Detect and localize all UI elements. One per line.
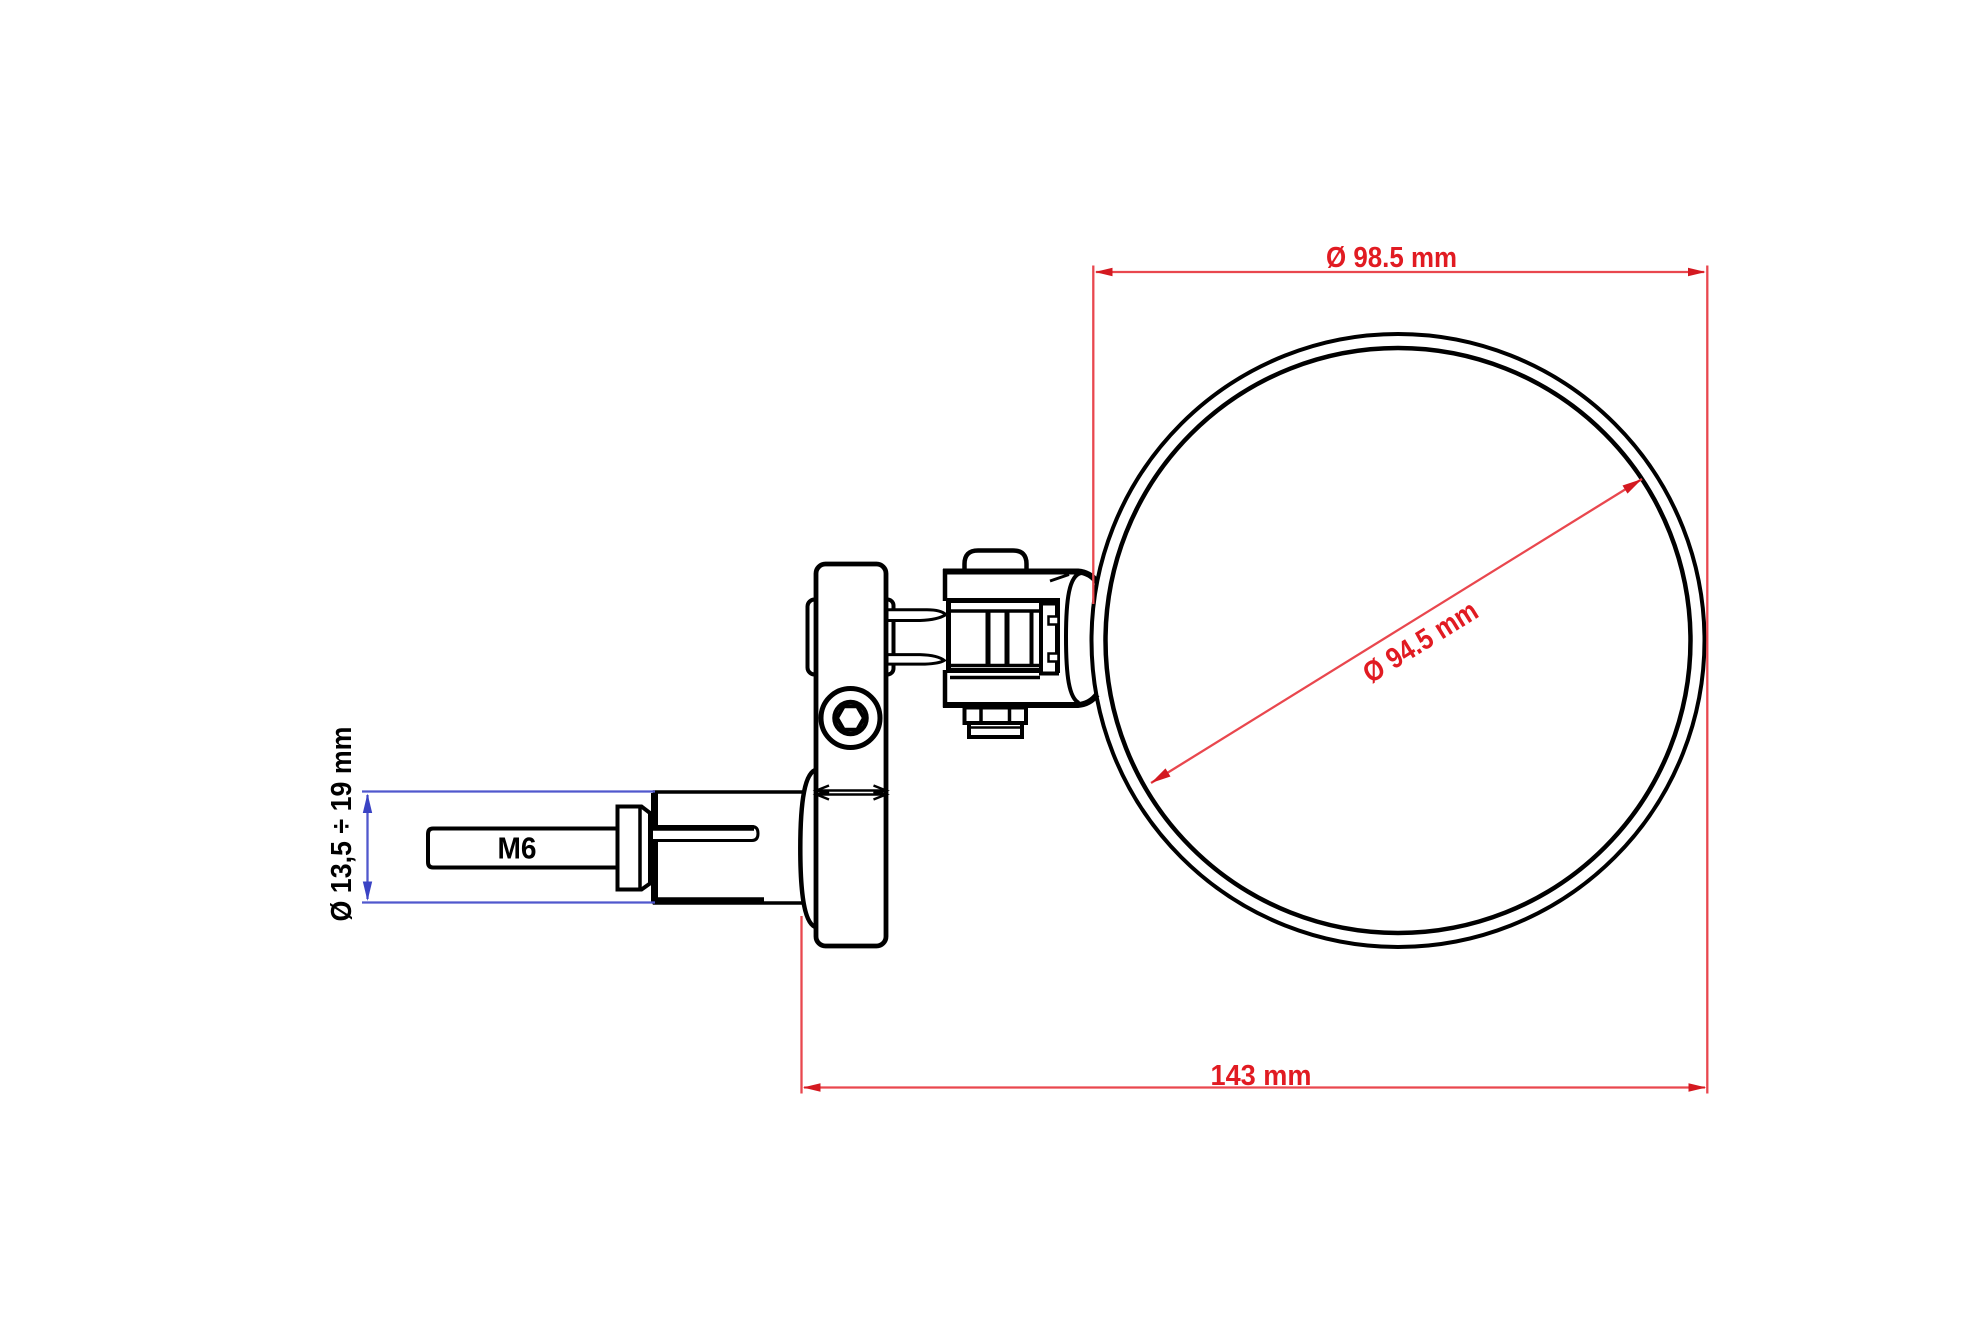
svg-text:143 mm: 143 mm [1211,1060,1312,1092]
svg-text:Ø 13,5 ÷ 19 mm: Ø 13,5 ÷ 19 mm [326,727,358,922]
svg-text:M6: M6 [498,831,537,866]
svg-text:Ø 98.5 mm: Ø 98.5 mm [1326,242,1457,274]
